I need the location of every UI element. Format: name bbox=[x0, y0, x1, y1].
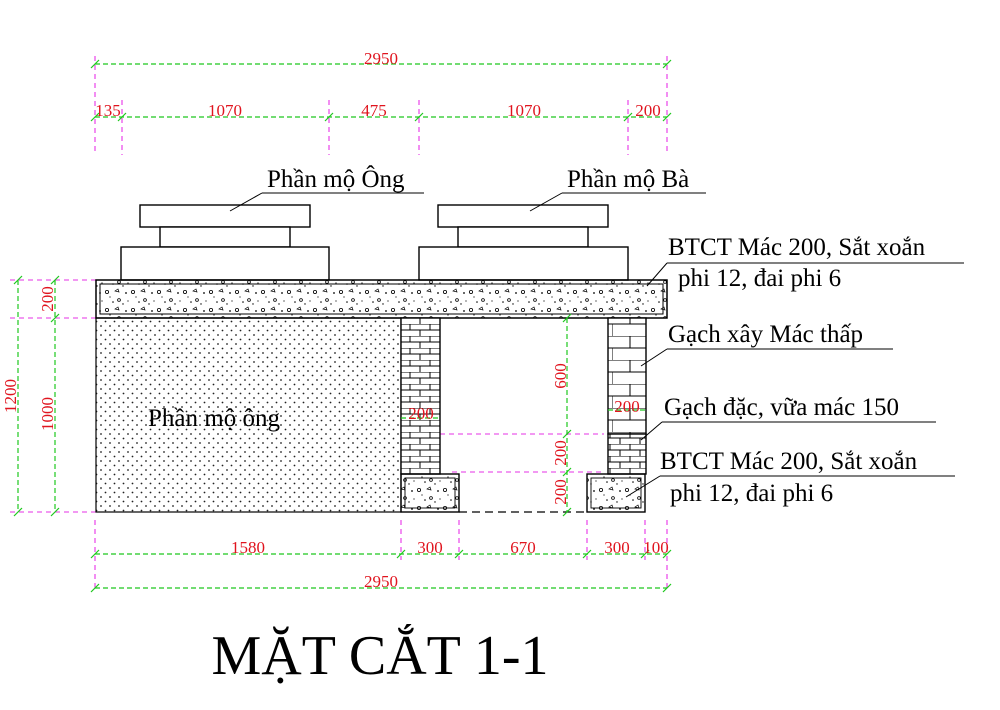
inner-dimensions: 600 200 200 200 200 bbox=[401, 313, 646, 517]
label-footing-note-1: BTCT Mác 200, Sắt xoắn bbox=[660, 448, 918, 475]
dim-top-1070-left: 1070 bbox=[208, 101, 242, 120]
leader-lines bbox=[229, 192, 964, 498]
dim-inner-600: 600 bbox=[551, 363, 570, 389]
top-dimensions: 2950 135 1070 475 1070 200 bbox=[90, 49, 672, 122]
dim-left-1000: 1000 bbox=[38, 397, 57, 431]
left-dimensions: 1200 200 1000 bbox=[1, 275, 60, 517]
grave-headstones bbox=[120, 204, 629, 281]
dim-top-475: 475 bbox=[361, 101, 387, 120]
label-fill-area: Phần mộ ông bbox=[148, 405, 280, 432]
label-footing-note-2: phi 12, đai phi 6 bbox=[670, 480, 833, 507]
bottom-dimensions: 1580 300 670 300 100 2950 bbox=[90, 538, 672, 593]
label-solid-brick: Gạch đặc, vữa mác 150 bbox=[664, 394, 899, 421]
label-brick-low-grade: Gạch xây Mác thấp bbox=[668, 321, 863, 348]
footings bbox=[400, 473, 646, 513]
label-grave-grandmother: Phần mộ Bà bbox=[567, 166, 689, 193]
dim-top-135: 135 bbox=[95, 101, 121, 120]
dim-bottom-300-right: 300 bbox=[604, 538, 630, 557]
right-brick-wall-lower bbox=[607, 433, 647, 475]
rc-slab bbox=[95, 279, 668, 319]
dim-bottom-1580: 1580 bbox=[231, 538, 265, 557]
earth-fill bbox=[95, 317, 402, 513]
dim-bottom-670: 670 bbox=[510, 538, 536, 557]
dim-top-1070-right: 1070 bbox=[507, 101, 541, 120]
dim-inner-200-lower: 200 bbox=[551, 479, 570, 505]
dim-left-200: 200 bbox=[38, 286, 57, 312]
dim-bottom-overall: 2950 bbox=[364, 572, 398, 591]
dim-bottom-300-left: 300 bbox=[417, 538, 443, 557]
dim-wall-right-200: 200 bbox=[614, 397, 640, 416]
right-brick-wall-upper bbox=[607, 317, 647, 435]
drawing-title: MẶT CẮT 1-1 bbox=[211, 623, 548, 687]
dim-left-1200: 1200 bbox=[1, 379, 20, 413]
label-slab-note-1: BTCT Mác 200, Sắt xoắn bbox=[668, 234, 926, 261]
label-grave-grandfather: Phần mộ Ông bbox=[267, 165, 405, 193]
label-slab-note-2: phi 12, đai phi 6 bbox=[678, 265, 841, 292]
left-brick-wall bbox=[400, 317, 441, 475]
dim-inner-200-upper: 200 bbox=[551, 440, 570, 466]
dim-wall-left-200: 200 bbox=[408, 404, 434, 423]
extension-lines bbox=[10, 56, 668, 592]
dim-top-200: 200 bbox=[635, 101, 661, 120]
dim-bottom-100: 100 bbox=[643, 538, 669, 557]
dim-top-overall: 2950 bbox=[364, 49, 398, 68]
